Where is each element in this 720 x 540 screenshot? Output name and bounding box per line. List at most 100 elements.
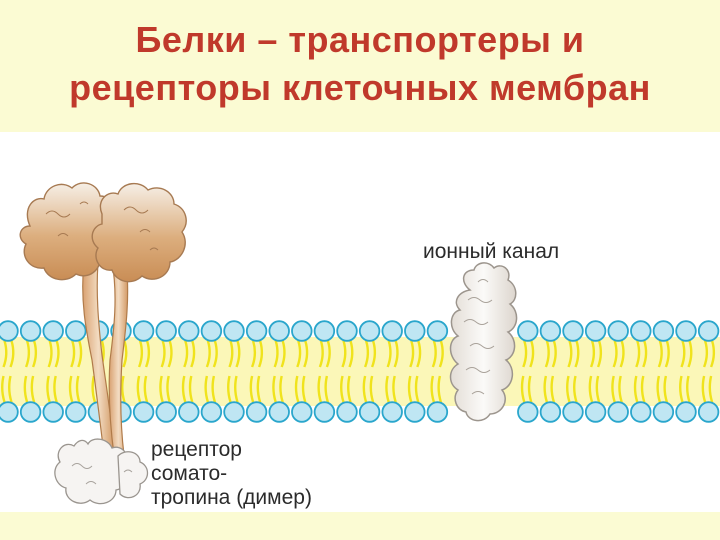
somatotropin-receptor-dimer [19, 182, 187, 505]
lipid-tail [188, 375, 194, 403]
lipid-tail [46, 375, 51, 403]
lipid-head [132, 320, 155, 342]
lipid-tail [167, 340, 173, 368]
lipid-tail [588, 375, 594, 403]
lipid-head [336, 401, 358, 423]
lipid-tail [303, 340, 309, 368]
lipid-tail [235, 340, 241, 368]
lipid-tail [611, 375, 616, 403]
lipid-tail [47, 340, 53, 368]
lipid-tail [212, 340, 218, 368]
lipid-head [517, 401, 539, 423]
lipid-tail [589, 340, 596, 368]
lipid-head [404, 401, 426, 423]
lipid-head [155, 320, 177, 342]
lipid-tail [340, 375, 345, 403]
ion-channel-label: ионный канал [423, 240, 560, 263]
lipid-head [517, 320, 539, 342]
lipid-head [652, 401, 675, 423]
lipid-tail [642, 340, 648, 368]
lipid-tail [280, 340, 286, 368]
lipid-tail [160, 340, 166, 368]
lipid-head [630, 401, 652, 423]
receptor-label-line-1: рецептор [151, 438, 242, 461]
lipid-tail [272, 375, 277, 403]
lipid-tail [143, 375, 149, 403]
lipid-tail [596, 340, 603, 368]
lipid-tail [640, 375, 646, 403]
lipid-heads-lower-layer [0, 401, 720, 423]
lipid-head [426, 320, 449, 342]
lipid-tail [386, 340, 392, 368]
lipid-tail [30, 375, 36, 403]
lipid-head [0, 320, 19, 342]
lipid-tail [166, 375, 171, 403]
lipid-tail [550, 375, 556, 403]
lipid-tail [54, 340, 60, 368]
ion-channel-protein [449, 262, 518, 422]
lipid-head [381, 320, 403, 342]
lipid-tail [279, 375, 284, 403]
lipid-tail [544, 340, 550, 368]
lipid-tail [23, 375, 29, 403]
lipid-tail [228, 340, 234, 368]
lipid-tail [393, 340, 399, 368]
receptor-label-line-2: сомато- [151, 462, 228, 485]
lipid-tail [438, 340, 444, 368]
lipid-tail [234, 375, 239, 403]
lipid-tail [211, 375, 217, 403]
lipid-tail [709, 340, 716, 368]
lipid-tail [324, 375, 330, 403]
lipid-head [607, 320, 629, 342]
lipid-tail [9, 340, 15, 368]
lipid-head [358, 401, 381, 423]
lipid-tail [301, 375, 307, 403]
lipid-head [584, 320, 607, 342]
lipid-tail [612, 340, 618, 368]
lipid-tail [137, 340, 144, 368]
lipid-head [697, 401, 720, 423]
lipid-tail [144, 340, 151, 368]
lipid-head [178, 320, 200, 342]
lipid-tail [317, 375, 323, 403]
lipid-tail [369, 375, 375, 403]
lipid-tail [31, 340, 38, 368]
lipid-head [155, 401, 177, 423]
lipid-tail [431, 340, 437, 368]
lipid-tail [8, 375, 13, 403]
lipid-head [358, 320, 381, 342]
lipid-head [65, 401, 87, 423]
lipid-head [245, 320, 268, 342]
lipid-tail [656, 375, 662, 403]
lipid-tail [250, 340, 257, 368]
lipid-tail [657, 340, 663, 368]
lipid-tail [686, 375, 691, 403]
lipid-head [313, 320, 336, 342]
lipid-tail [527, 375, 533, 403]
lipid-tail [2, 340, 8, 368]
title-line-1: Белки – транспортеры и [135, 19, 585, 60]
lipid-tail [325, 340, 331, 368]
lipid-head [178, 401, 200, 423]
lipid-head [65, 320, 87, 342]
lipid-tail [619, 340, 625, 368]
lipid-head [381, 401, 403, 423]
lipid-tail [136, 375, 142, 403]
title-line-2: рецепторы клеточных мембран [69, 67, 651, 108]
lipid-tail [663, 375, 669, 403]
lipid-head [291, 320, 313, 342]
lipid-tail [75, 375, 81, 403]
lipid-head [675, 320, 697, 342]
lipid-head [336, 320, 358, 342]
lipid-tail [529, 340, 535, 368]
lipid-head [426, 401, 449, 423]
lipid-head [562, 401, 584, 423]
lipid-tail [121, 375, 126, 403]
lipid-tail [190, 340, 196, 368]
lipid-head [223, 401, 245, 423]
lipid-head [539, 401, 562, 423]
lipid-tail [204, 375, 210, 403]
lipid-tail [573, 375, 578, 403]
lipid-tail [77, 340, 83, 368]
